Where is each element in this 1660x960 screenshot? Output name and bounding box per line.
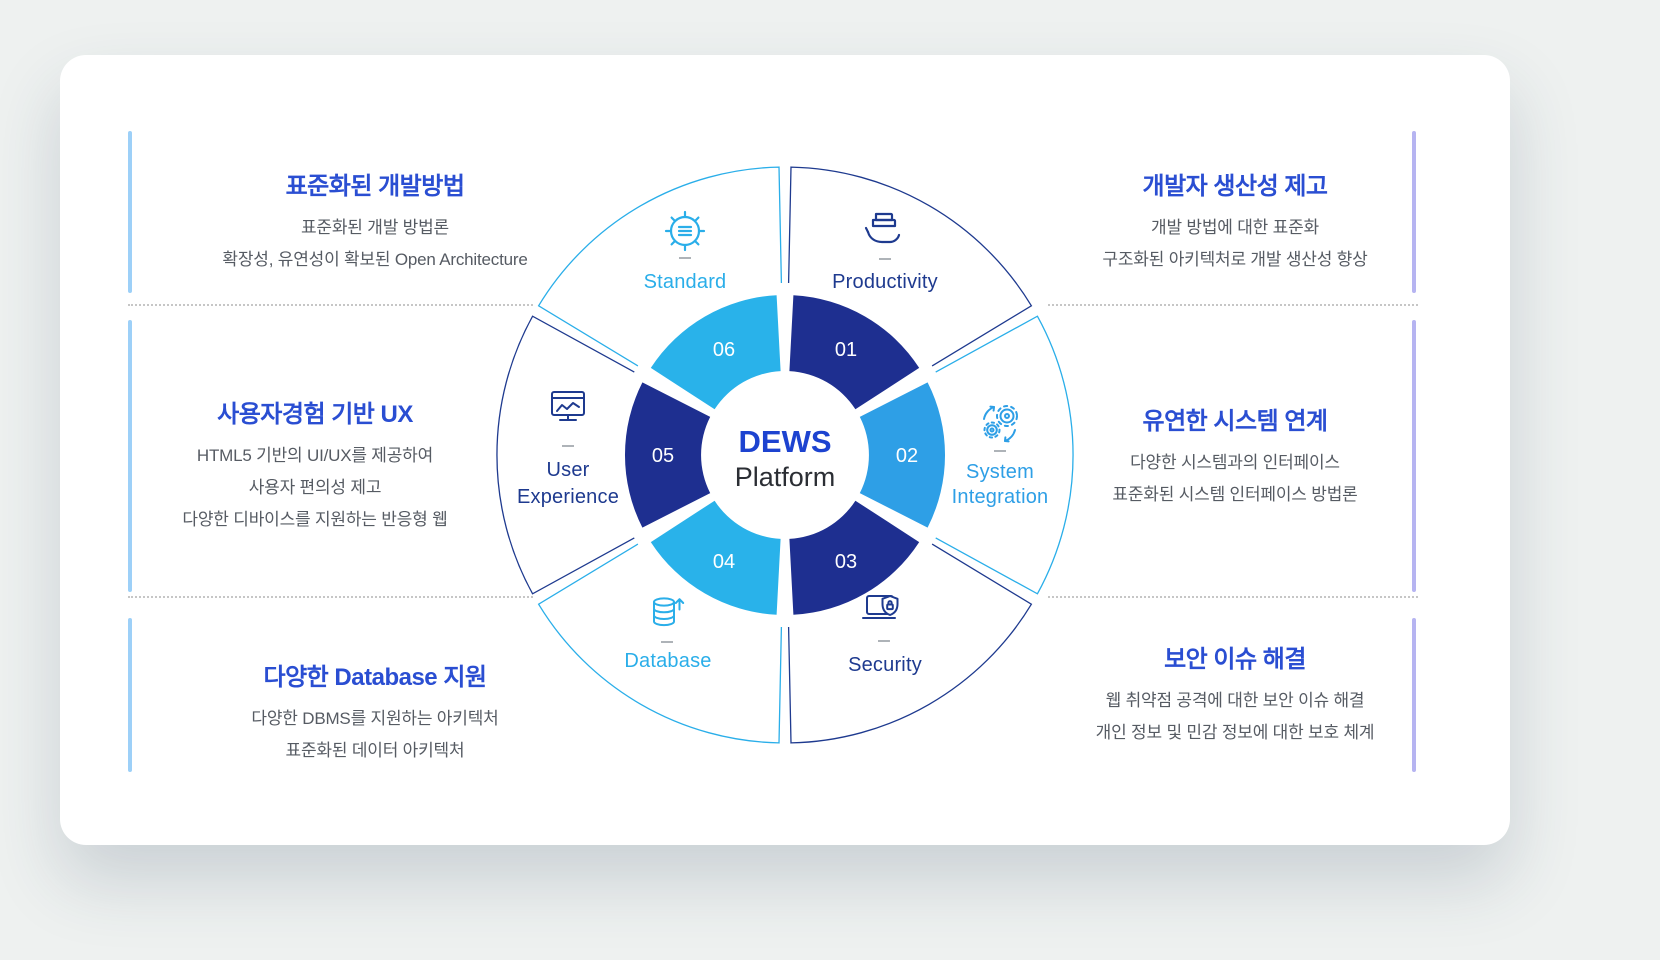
section-database-support: 다양한 Database 지원 다양한 DBMS를 지원하는 아키텍처 표준화된… xyxy=(155,661,595,767)
section-line: 표준화된 시스템 인터페이스 방법론 xyxy=(1112,485,1358,504)
section-heading: 개발자 생산성 제고 xyxy=(1142,173,1328,200)
section-line: 표준화된 개발 방법론 xyxy=(300,218,449,237)
database-label: Database xyxy=(624,650,711,672)
section-line: HTML5 기반의 UI/UX를 제공하여 xyxy=(196,446,434,465)
dotted-separator-left-2 xyxy=(128,596,533,598)
dotted-separator-left-1 xyxy=(128,304,533,306)
segment-05 xyxy=(624,382,711,528)
section-flexible-system-link: 유연한 시스템 연계 다양한 시스템과의 인터페이스 표준화된 시스템 인터페이… xyxy=(1015,405,1455,511)
user-experience-icon xyxy=(551,391,585,421)
accent-bar-right-middle xyxy=(1412,320,1416,592)
user-experience-label-line1: User xyxy=(546,459,589,481)
dotted-separator-right-1 xyxy=(1048,304,1418,306)
segment-number-05: 05 xyxy=(652,445,674,467)
dotted-separator-right-2 xyxy=(1048,596,1418,598)
section-heading: 유연한 시스템 연계 xyxy=(1142,408,1328,435)
segment-number-06: 06 xyxy=(713,339,735,361)
accent-bar-right-bottom xyxy=(1412,618,1416,772)
section-security-issue: 보안 이슈 해결 웹 취약점 공격에 대한 보안 이슈 해결 개인 정보 및 민… xyxy=(1015,643,1455,749)
section-heading: 표준화된 개발방법 xyxy=(285,173,465,200)
segment-03 xyxy=(789,500,920,615)
section-line: 다양한 디바이스를 지원하는 반응형 웹 xyxy=(182,510,448,529)
segment-number-03: 03 xyxy=(835,551,857,573)
section-line: 웹 취약점 공격에 대한 보안 이슈 해결 xyxy=(1105,691,1365,710)
section-line: 다양한 DBMS를 지원하는 아키텍처 xyxy=(251,709,499,728)
center-title: DEWS xyxy=(739,424,832,459)
outer-sectors xyxy=(496,166,1074,744)
sector-outline-security xyxy=(787,543,1033,744)
segment-number-04: 04 xyxy=(713,551,735,573)
security-label: Security xyxy=(848,654,922,676)
sector-outline-system-integration xyxy=(935,315,1074,595)
section-line: 다양한 시스템과의 인터페이스 xyxy=(1130,453,1340,472)
segment-02 xyxy=(859,382,946,528)
section-heading: 보안 이슈 해결 xyxy=(1164,646,1306,673)
section-line: 사용자 편의성 제고 xyxy=(248,478,382,497)
section-line: 구조화된 아키텍처로 개발 생산성 향상 xyxy=(1102,250,1368,269)
sector-outline-user-experience xyxy=(496,315,635,595)
segment-number-02: 02 xyxy=(896,445,918,467)
system-integration-label-line2: Integration xyxy=(952,486,1049,508)
section-line: 확장성, 유연성이 확보된 Open Architecture xyxy=(222,250,528,269)
accent-bar-right-top xyxy=(1412,131,1416,293)
dews-platform-wheel: 01 02 03 04 05 06 DEWS Platform Standard xyxy=(496,166,1074,744)
segment-number-01: 01 xyxy=(835,339,857,361)
section-developer-productivity: 개발자 생산성 제고 개발 방법에 대한 표준화 구조화된 아키텍처로 개발 생… xyxy=(1015,170,1455,276)
segment-01 xyxy=(789,295,920,410)
segment-numbers: 01 02 03 04 05 06 xyxy=(652,339,918,573)
section-line: 개발 방법에 대한 표준화 xyxy=(1151,218,1319,237)
system-integration-icon xyxy=(983,405,1018,443)
sector-outline-database xyxy=(537,543,783,744)
sector-outline-standard xyxy=(537,166,783,367)
section-standard-dev-method: 표준화된 개발방법 표준화된 개발 방법론 확장성, 유연성이 확보된 Open… xyxy=(155,170,595,276)
section-heading: 다양한 Database 지원 xyxy=(263,664,487,691)
user-experience-label-line2: Experience xyxy=(517,486,619,508)
donut-segments xyxy=(624,295,946,615)
section-line: 개인 정보 및 민감 정보에 대한 보호 체계 xyxy=(1095,723,1375,742)
center-hub xyxy=(702,372,868,538)
accent-bar-left-top xyxy=(128,131,132,293)
accent-bar-left-bottom xyxy=(128,618,132,772)
center-subtitle: Platform xyxy=(735,462,836,492)
section-ux-based-experience: 사용자경험 기반 UX HTML5 기반의 UI/UX를 제공하여 사용자 편의… xyxy=(95,398,535,536)
segment-04 xyxy=(650,500,781,615)
system-integration-label-line1: System xyxy=(966,461,1034,483)
security-icon xyxy=(862,595,899,619)
standard-label: Standard xyxy=(644,271,727,293)
segment-06 xyxy=(650,295,781,410)
productivity-label: Productivity xyxy=(832,271,938,293)
section-heading: 사용자경험 기반 UX xyxy=(217,401,413,428)
sector-outline-productivity xyxy=(787,166,1033,367)
accent-bar-left-middle xyxy=(128,320,132,592)
standard-icon xyxy=(664,210,706,252)
main-card: 표준화된 개발방법 표준화된 개발 방법론 확장성, 유연성이 확보된 Open… xyxy=(60,55,1510,845)
section-line: 표준화된 데이터 아키텍처 xyxy=(285,741,465,760)
database-icon xyxy=(653,597,685,627)
productivity-icon xyxy=(864,212,901,244)
